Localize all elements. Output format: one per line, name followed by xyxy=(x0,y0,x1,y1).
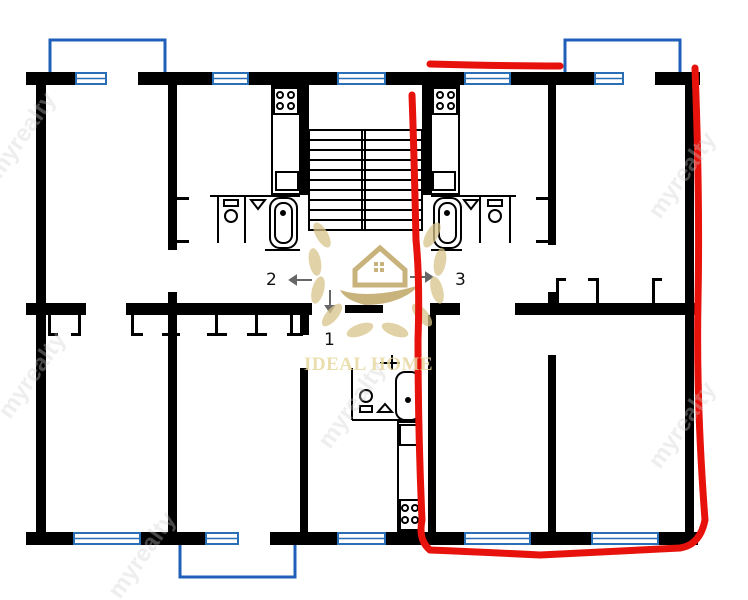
apartment-highlight-outline xyxy=(408,60,709,559)
svg-text:myrealty: myrealty xyxy=(643,127,722,224)
brand-logo-text: IDEAL HOME xyxy=(304,354,434,375)
balcony-top-right xyxy=(563,38,682,74)
balcony-top-left xyxy=(48,38,167,74)
balconies xyxy=(48,38,682,579)
svg-text:myrealty: myrealty xyxy=(0,327,72,424)
fixtures xyxy=(210,85,516,533)
balcony-bottom xyxy=(178,540,297,579)
svg-text:myrealty: myrealty xyxy=(0,87,62,184)
entrance-label-3: 3 xyxy=(455,270,466,290)
svg-text:myrealty: myrealty xyxy=(103,507,182,600)
entrance-label-1: 1 xyxy=(324,330,335,350)
windows xyxy=(73,72,659,545)
stairwell xyxy=(308,129,423,231)
entrance-label-2: 2 xyxy=(266,270,277,290)
svg-text:myrealty: myrealty xyxy=(643,377,722,474)
interior-walls xyxy=(26,197,695,336)
